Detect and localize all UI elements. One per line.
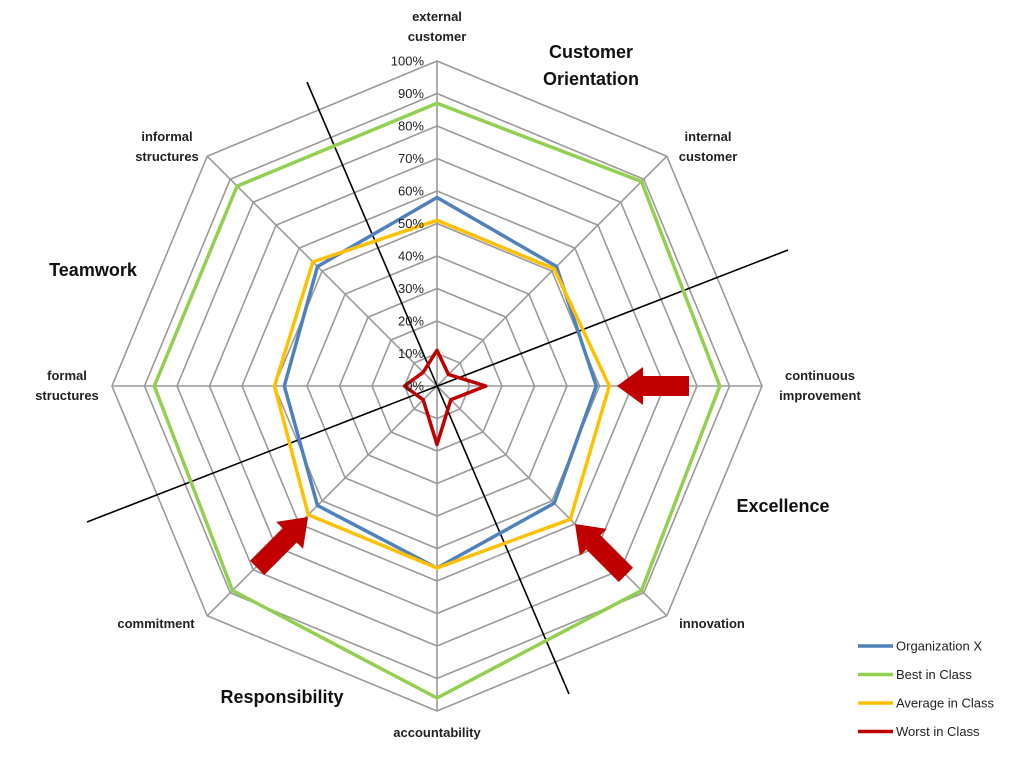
legend-label: Worst in Class	[896, 724, 980, 739]
tick-label: 90%	[398, 86, 424, 101]
spoke-line	[206, 385, 438, 617]
tick-label: 0%	[405, 379, 424, 394]
highlight-arrows	[250, 367, 689, 582]
highlight-arrow-icon	[575, 524, 633, 582]
series-line-average-in-class	[272, 218, 612, 570]
series-line-best-in-class	[152, 101, 722, 700]
group-dividers	[86, 81, 789, 695]
group-label: Responsibility	[220, 687, 343, 707]
highlight-arrow-icon	[250, 517, 308, 575]
tick-label: 60%	[398, 184, 424, 199]
group-label: Teamwork	[49, 260, 138, 280]
tick-label: 20%	[398, 314, 424, 329]
tick-label: 30%	[398, 281, 424, 296]
tick-label: 70%	[398, 151, 424, 166]
axis-label: innovation	[679, 616, 745, 631]
axis-label: accountability	[393, 725, 481, 740]
tick-labels: 0% 10% 20% 30% 40% 50% 60% 70% 80% 90% 100%	[391, 54, 425, 394]
spoke-line	[436, 155, 668, 387]
tick-label: 50%	[398, 216, 424, 231]
spoke-line	[436, 385, 668, 617]
series-lines	[152, 101, 722, 700]
divider-line	[86, 249, 789, 523]
highlight-arrow-icon	[617, 367, 689, 405]
axis-label: commitment	[117, 616, 195, 631]
legend-label: Average in Class	[896, 696, 995, 711]
tick-label: 40%	[398, 249, 424, 264]
tick-label: 80%	[398, 119, 424, 134]
legend-label: Organization X	[896, 639, 982, 654]
spoke-line	[206, 155, 438, 387]
tick-label: 100%	[391, 54, 425, 69]
group-label: Excellence	[736, 496, 829, 516]
series-line-worst-in-class	[402, 348, 488, 447]
tick-label: 10%	[398, 346, 424, 361]
divider-line	[306, 81, 570, 695]
legend-label: Best in Class	[896, 667, 972, 682]
